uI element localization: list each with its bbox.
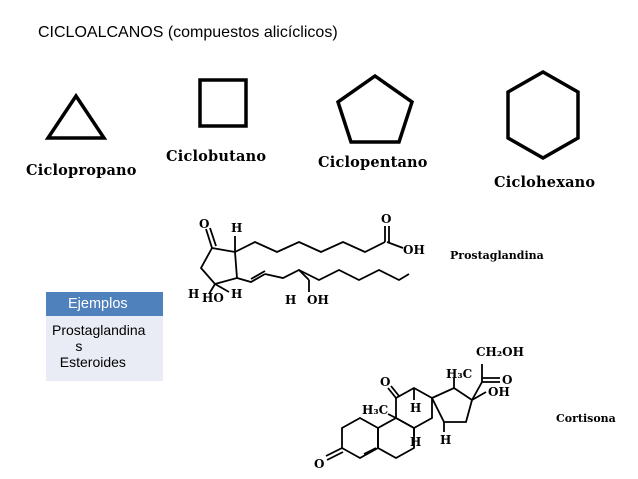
atom-h-top: H <box>231 221 242 235</box>
examples-list: Prostaglandina s Esteroides <box>46 316 163 370</box>
cortisone-structure: CH₂OH O O H₃C OH H₃C H H H O <box>314 345 524 471</box>
label-ciclopropano: Ciclopropano <box>26 162 137 179</box>
examples-line: Prostaglandina <box>52 322 146 338</box>
atom-h3c-top: H₃C <box>446 367 472 381</box>
atom-h3c-mid: H₃C <box>362 403 388 417</box>
atom-o-c3: O <box>314 457 324 471</box>
triangle-icon <box>44 92 108 140</box>
atom-h-left: H <box>188 287 199 301</box>
atom-o-side: O <box>502 373 512 387</box>
pentagon-icon <box>335 73 415 144</box>
slide-title: CICLOALCANOS (compuestos alicíclicos) <box>38 24 338 41</box>
atom-oh-chain: OH <box>307 293 329 307</box>
atom-h-chain: H <box>285 293 296 307</box>
hexagon-icon <box>506 69 580 161</box>
label-cortisona: Cortisona <box>556 412 616 425</box>
square-icon <box>198 78 248 128</box>
examples-line: s <box>52 338 83 354</box>
atom-ho: HO <box>202 291 224 305</box>
examples-box: Ejemplos Prostaglandina s Esteroides <box>46 292 163 381</box>
atom-o-acid: O <box>381 212 391 226</box>
label-prostaglandina: Prostaglandina <box>450 249 544 262</box>
atom-h-c14: H <box>440 433 451 447</box>
atom-oh-acid: OH <box>403 243 425 257</box>
atom-o-c11: O <box>380 375 390 389</box>
prostaglandin-structure: O H O OH H HO H H OH <box>188 212 425 307</box>
label-ciclobutano: Ciclobutano <box>166 148 267 165</box>
atom-o-ketone: O <box>199 217 209 231</box>
atom-oh-c17: OH <box>488 385 510 399</box>
label-ciclopentano: Ciclopentano <box>318 154 428 171</box>
atom-ch2oh: CH₂OH <box>476 345 524 359</box>
label-ciclohexano: Ciclohexano <box>494 174 596 191</box>
atom-h-c9: H <box>410 435 421 449</box>
examples-header: Ejemplos <box>46 292 163 316</box>
examples-line: Esteroides <box>52 354 126 370</box>
atom-h-mid: H <box>231 287 242 301</box>
atom-h-c8: H <box>410 401 421 415</box>
